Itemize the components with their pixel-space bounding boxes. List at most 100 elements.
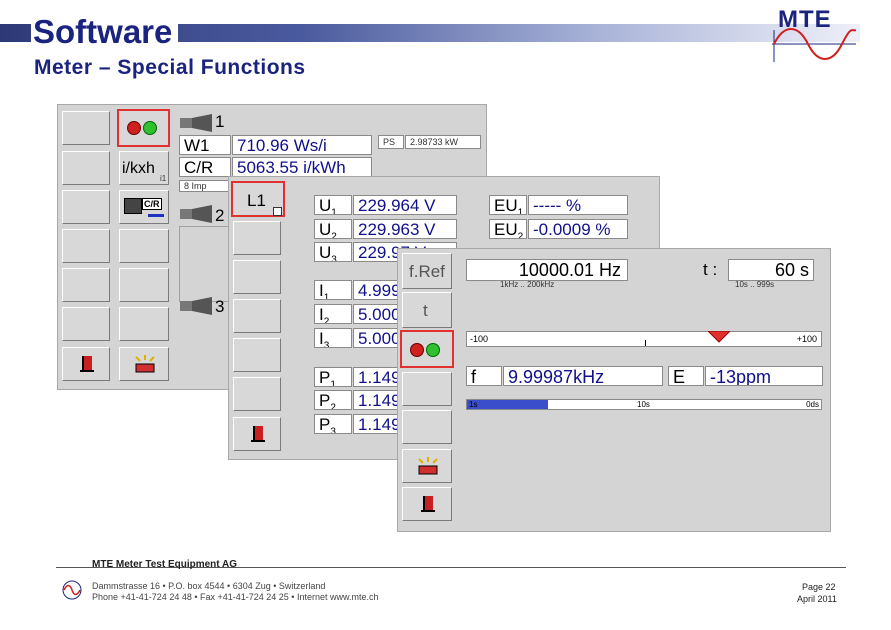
fref-value: 10000.01 [518,260,594,280]
alarm-button[interactable] [119,347,169,381]
eu2-label: EU2 [489,219,527,239]
p1-label: P1 [314,367,352,387]
w1-value: 710.96 Ws/i [232,135,372,155]
side-button-9[interactable] [119,268,169,302]
p3-label: P3 [314,414,352,434]
logo-text: MTE [778,6,832,33]
channel-1-label: 1 [215,112,225,131]
ikxh-button[interactable]: i/kxh i1 [119,151,169,185]
stop-icon [410,343,424,357]
page-subtitle: Meter – Special Functions [34,56,306,79]
footer-contact: Phone +41-41-724 24 48 • Fax +41-41-724 … [92,592,379,602]
deviation-scale: -100 +100 [466,331,822,347]
p3-button-5[interactable] [402,410,452,444]
fref-button[interactable]: f.Ref [402,253,452,289]
t-button-label: t [423,301,428,320]
fref-button-label: f.Ref [409,262,445,281]
eu1-value: ----- % [528,195,628,215]
start-stop-leds [127,121,157,135]
channel-2-area [179,226,231,302]
exit-door-icon [251,426,265,442]
eu2-value: -0.0009 % [528,219,628,239]
p2-label: P2 [314,390,352,410]
e-unit: ppm [736,367,772,386]
side-button-5[interactable] [62,268,110,302]
time-progress-fill [467,400,549,409]
wrench-icon [148,214,164,217]
side-button-3[interactable] [62,190,110,224]
alarm-lamp-icon [418,457,438,475]
ps-label: PS [378,135,404,149]
t-label: t : [703,260,718,279]
panel-meter-3: f.Ref t 10000.01 Hz 1kHz .. 200kHz t : 6… [397,248,831,532]
p2-button-4[interactable] [233,338,281,372]
channel-speaker-icon-2 [180,205,212,223]
side-button-2[interactable] [62,151,110,185]
cr-value: 5063.55 i/kWh [232,157,372,177]
meter-icon [124,198,142,214]
title-bar-gradient [0,24,860,42]
t-range: 10s .. 999s [735,280,775,289]
u3-label: U3 [314,242,352,262]
p2-exit-button[interactable] [233,417,281,451]
side-button-8[interactable] [119,229,169,263]
channel-speaker-icon-3 [180,297,212,315]
exit-button[interactable] [62,347,110,381]
imp-value: 8 Imp [179,180,231,192]
side-button-4[interactable] [62,229,110,263]
fref-value-field: 10000.01 Hz [466,259,628,281]
p3-alarm-button[interactable] [402,449,452,483]
side-button-1[interactable] [62,111,110,145]
t-button[interactable]: t [402,292,452,328]
scale-center-tick [645,340,646,346]
e-label: E [668,366,704,386]
ikxh-label: i/kxh [122,160,155,177]
p2-button-2[interactable] [233,260,281,294]
l1-select-button[interactable]: L1 [231,181,285,217]
mte-logo: MTE [772,6,856,64]
p2-button-1[interactable] [233,221,281,255]
p3-exit-button[interactable] [402,487,452,521]
p2-button-5[interactable] [233,377,281,411]
cr-label: C/R [179,157,231,177]
p3-button-4[interactable] [402,372,452,406]
side-button-6[interactable] [62,307,110,341]
cr-mode-button[interactable]: C/R [119,190,169,224]
sine-wave-icon [772,28,856,62]
alarm-lamp-icon [135,355,155,373]
page-title: Software [33,13,173,50]
ps-value: 2.98733 kW [405,135,481,149]
time-progress-bar: 1s 10s 0ds [466,399,822,410]
e-value-field: -13ppm [705,366,823,386]
start-icon [143,121,157,135]
e-value: -13 [710,367,737,386]
fref-unit: Hz [599,260,621,280]
footer-company: MTE Meter Test Equipment AG [92,559,238,570]
t-value: 60 [774,260,795,280]
scale-max: +100 [796,334,817,344]
channel-3-label: 3 [215,297,225,316]
p3-start-stop-button[interactable] [400,330,454,368]
footer-divider [56,567,846,568]
f-value: 9.99987 [508,367,574,386]
f-label: f [466,366,502,386]
footer-date: April 2011 [797,594,837,604]
l1-label: L1 [247,191,266,210]
i3-label: I3 [314,328,352,348]
exit-door-icon [421,496,435,512]
t-value-field: 60 s [728,259,814,281]
eu1-label: EU1 [489,195,527,215]
dropdown-icon [273,207,282,216]
p3-start-stop-leds [410,343,440,357]
time-mid: 10s [637,400,650,409]
p2-button-3[interactable] [233,299,281,333]
start-icon [426,343,440,357]
f-unit: kHz [573,367,605,386]
time-left: 1s [469,400,478,409]
side-button-10[interactable] [119,307,169,341]
footer-logo-icon [62,580,82,600]
i1-label: I1 [314,280,352,300]
start-stop-button[interactable] [117,109,170,147]
exit-door-icon [80,356,94,372]
t-unit: s [800,260,809,280]
